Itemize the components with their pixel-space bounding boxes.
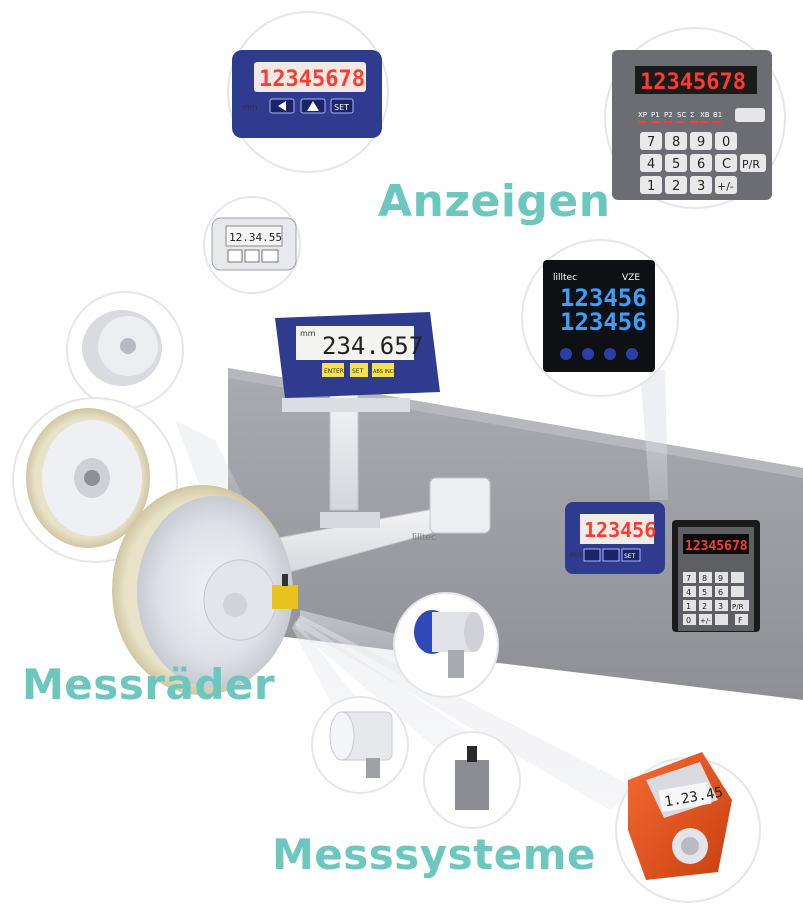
vze-model: VZE [622, 273, 640, 283]
callout-beam [640, 370, 668, 500]
callout-beam [295, 618, 480, 760]
key: 0 [686, 616, 691, 625]
key: 1 [647, 179, 655, 194]
svg-text:P1: P1 [651, 111, 660, 119]
mounted-abs: ABS INCR [373, 369, 397, 375]
key: C [722, 157, 731, 172]
key: 8 [702, 574, 707, 583]
key: 6 [697, 157, 705, 172]
key: 0 [722, 135, 730, 150]
svg-text:XB: XB [700, 111, 710, 119]
key: 4 [686, 588, 691, 597]
top-display-set: SET [334, 103, 349, 112]
svg-text:SC: SC [677, 111, 686, 119]
bracket-brand: lilltec [412, 533, 436, 543]
key: P/R [742, 158, 760, 171]
key: P/R [732, 603, 744, 611]
panel-blue-digits: 123456 [584, 518, 656, 542]
panel-blue-set: SET [624, 553, 636, 560]
key: 9 [718, 574, 723, 583]
vze-line1: 123456 [560, 284, 647, 312]
key: 2 [672, 179, 680, 194]
mounted-display-unit: mm [300, 329, 316, 338]
vze-line2: 123456 [560, 308, 647, 336]
panel-keypad-digits: 12345678 [685, 539, 748, 554]
mounted-set: SET [352, 368, 364, 375]
top-display-unit: mm [242, 103, 258, 112]
key: 4 [647, 157, 655, 172]
top-display-digits: 12345678 [259, 67, 365, 92]
key: 3 [718, 602, 723, 611]
callout-beam [295, 615, 640, 810]
key: 3 [697, 179, 705, 194]
panel-blue-unit: mm [569, 550, 585, 559]
svg-text:XP: XP [638, 111, 647, 119]
key: 7 [686, 574, 691, 583]
key: 5 [702, 588, 707, 597]
key: +/- [700, 617, 711, 625]
key: 1 [686, 602, 691, 611]
vze-brand: lilltec [553, 273, 577, 283]
svg-text:P2: P2 [664, 111, 673, 119]
key: +/- [717, 180, 734, 193]
key: 5 [672, 157, 680, 172]
key: 7 [647, 135, 655, 150]
keypad-digits: 12345678 [640, 70, 746, 95]
label-messraeder: Messräder [22, 660, 276, 709]
mounted-display-digits: 234.657 [322, 332, 423, 360]
svg-text:Σ: Σ [690, 111, 694, 119]
label-messsysteme: Messsysteme [272, 830, 596, 879]
mounted-enter: ENTER [324, 368, 344, 375]
small-display-digits: 12.34.55 [229, 231, 282, 244]
svg-text:B1: B1 [713, 111, 722, 119]
label-anzeigen: Anzeigen [378, 176, 611, 227]
key: 8 [672, 135, 680, 150]
callout-beam [175, 420, 245, 500]
key: 2 [702, 602, 707, 611]
key: F [738, 616, 743, 625]
key: 6 [718, 588, 723, 597]
key: 9 [697, 135, 705, 150]
callout-beam [292, 620, 365, 720]
